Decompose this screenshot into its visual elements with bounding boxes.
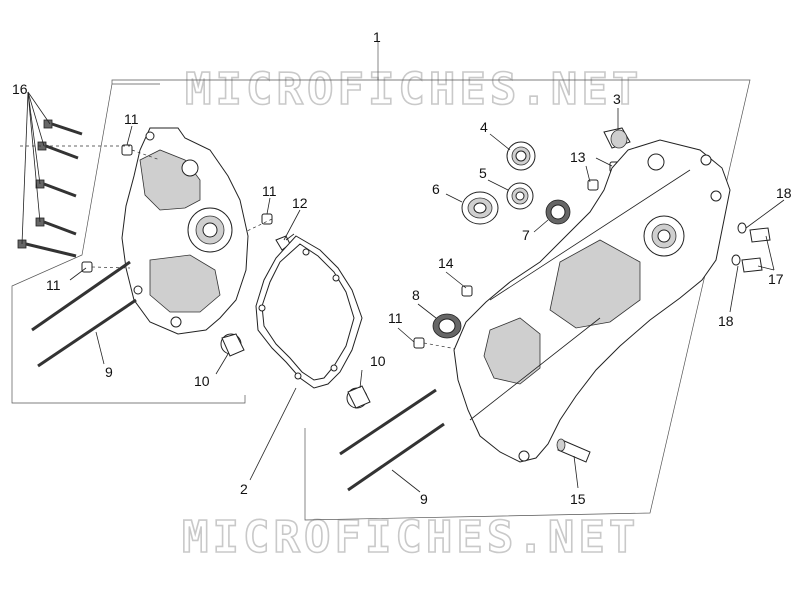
callout-9-left: 9 [105,364,113,380]
dowel-guide-lines [20,145,463,351]
callout-6: 6 [432,181,440,197]
seal-8 [432,313,462,339]
callout-10-left: 10 [194,373,210,389]
callout-11-b: 11 [262,183,277,199]
bearing-5 [506,182,534,210]
bushing-3 [603,127,631,149]
bolt-16-group [17,119,83,258]
callout-18-b: 18 [718,313,734,329]
callout-13: 13 [570,149,586,165]
seal-7 [545,199,571,225]
dowel-14 [461,285,473,297]
callout-7: 7 [522,227,530,243]
callout-11-d: 11 [388,310,403,326]
screw-17-group [741,227,771,273]
callout-16: 16 [12,81,28,97]
callout-1: 1 [373,29,381,45]
callout-labels: 1 2 3 4 5 6 7 8 9 9 10 10 11 11 11 11 12… [12,29,792,507]
pin-15 [556,438,591,463]
assembly-frame [11,42,751,521]
left-crankcase-half [121,127,249,335]
silent-block-left [220,333,245,357]
callout-10-right: 10 [370,353,386,369]
stud-right-group [339,388,445,492]
watermark-bottom: MICROFICHES.NET [182,512,639,563]
callout-11-a: 11 [124,111,139,127]
callout-3: 3 [613,91,621,107]
callout-9-right: 9 [420,491,428,507]
stud-left-group [31,260,137,368]
watermark-top: MICROFICHES.NET [185,64,642,115]
bearing-6 [461,191,499,225]
callout-5: 5 [479,165,487,181]
callout-12: 12 [292,195,308,211]
right-crankcase-half [453,139,731,463]
callout-8: 8 [412,287,420,303]
callout-2: 2 [240,481,248,497]
callout-15: 15 [570,491,586,507]
callout-4: 4 [480,119,488,135]
leader-lines [21,91,785,493]
bearing-4 [506,141,536,171]
callout-14: 14 [438,255,454,271]
callout-18-a: 18 [776,185,792,201]
callout-11-c: 11 [46,277,61,293]
gasket [255,235,363,389]
silent-block-right [346,385,371,409]
washer-18-group [731,222,747,266]
callout-17: 17 [768,271,784,287]
